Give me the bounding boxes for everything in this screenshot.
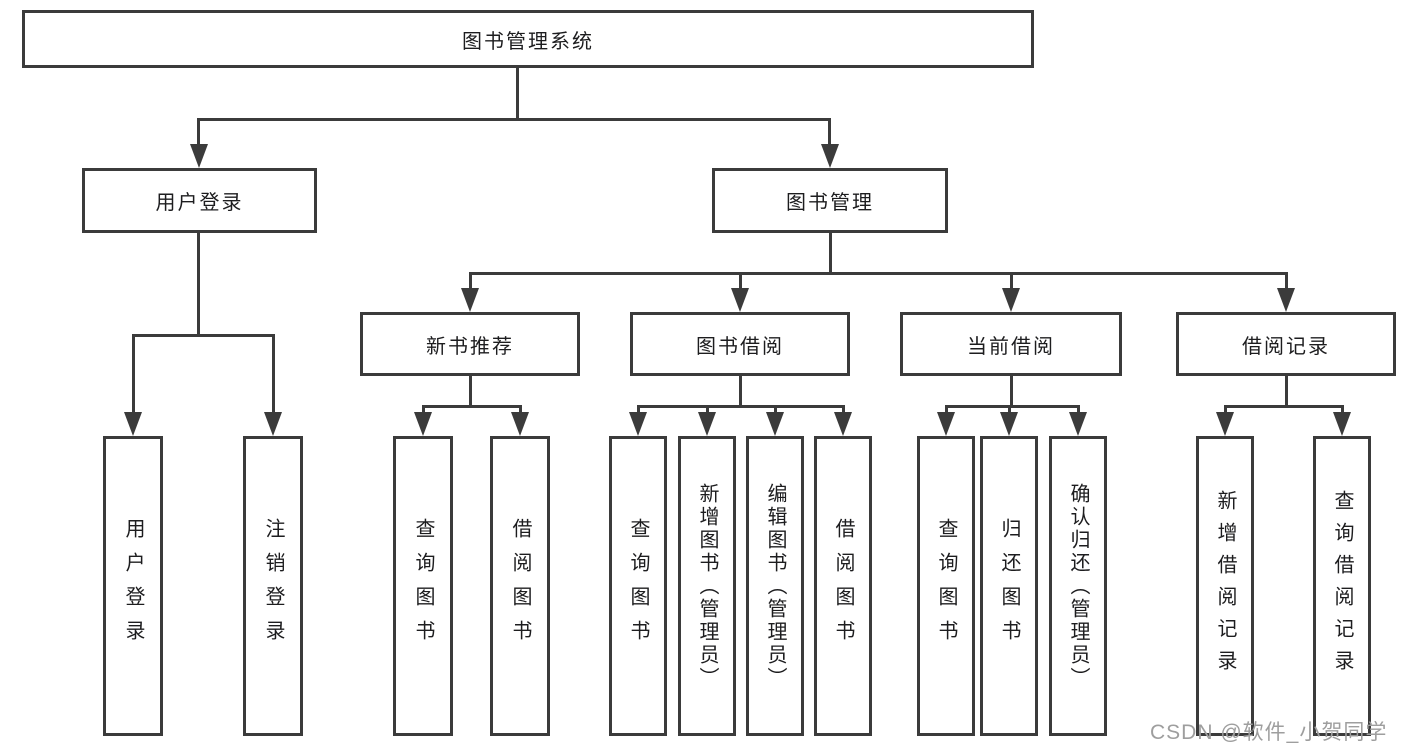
connector-line (945, 407, 948, 412)
leaf-return-book: 归还图书 (980, 436, 1038, 736)
connector-line (197, 118, 831, 121)
connector-line (469, 274, 472, 288)
node-borrowing-records: 借阅记录 (1176, 312, 1396, 376)
arrow-down-icon (124, 412, 142, 436)
leaf-query-borrow-record: 查询借阅记录 (1313, 436, 1371, 736)
connector-line (519, 407, 522, 412)
node-current-borrowing: 当前借阅 (900, 312, 1122, 376)
connector-line (1285, 274, 1288, 288)
arrow-down-icon (414, 412, 432, 436)
leaf-borrowing-query-books-label: 查询图书 (627, 518, 649, 654)
node-root-label: 图书管理系统 (462, 30, 594, 53)
connector-line (197, 233, 200, 337)
arrow-down-icon (511, 412, 529, 436)
leaf-edit-book-admin: 编辑图书（管理员） (746, 436, 804, 736)
leaf-newbooks-borrow-books: 借阅图书 (490, 436, 550, 736)
connector-line (1224, 405, 1344, 408)
arrow-down-icon (264, 412, 282, 436)
leaf-confirm-return-admin-label: 确认归还（管理员） (1067, 482, 1089, 690)
connector-line (1010, 376, 1013, 408)
leaf-current-query-books: 查询图书 (917, 436, 975, 736)
arrow-down-icon (1000, 412, 1018, 436)
leaf-borrow-books: 借阅图书 (814, 436, 872, 736)
connector-line (774, 407, 777, 412)
connector-line (1341, 407, 1344, 412)
connector-line (739, 376, 742, 408)
node-borrowing-records-label: 借阅记录 (1242, 335, 1330, 358)
node-user-login-label: 用户登录 (155, 192, 244, 214)
connector-line (1224, 407, 1227, 412)
connector-line (706, 407, 709, 412)
node-new-book-recommend: 新书推荐 (360, 312, 580, 376)
leaf-newbooks-query-books-label: 查询图书 (412, 518, 434, 654)
node-root: 图书管理系统 (22, 10, 1034, 68)
connector-line (739, 274, 742, 288)
arrow-down-icon (1216, 412, 1234, 436)
arrow-down-icon (1333, 412, 1351, 436)
leaf-newbooks-borrow-books-label: 借阅图书 (509, 518, 531, 654)
connector-line (1077, 407, 1080, 412)
leaf-query-borrow-record-label: 查询借阅记录 (1331, 490, 1353, 682)
leaf-logout-label: 注销登录 (262, 518, 284, 654)
leaf-add-book-admin: 新增图书（管理员） (678, 436, 736, 736)
leaf-newbooks-query-books: 查询图书 (393, 436, 453, 736)
leaf-add-book-admin-label: 新增图书（管理员） (696, 482, 718, 690)
watermark: CSDN @软件_小贺同学 (1150, 721, 1388, 744)
arrow-down-icon (461, 288, 479, 312)
arrow-down-icon (1002, 288, 1020, 312)
leaf-borrow-books-label: 借阅图书 (832, 518, 854, 654)
node-current-borrowing-label: 当前借阅 (967, 335, 1055, 358)
node-new-book-recommend-label: 新书推荐 (426, 335, 514, 358)
arrow-down-icon (766, 412, 784, 436)
connector-line (132, 335, 135, 412)
connector-line (422, 407, 425, 412)
connector-line (637, 407, 640, 412)
node-book-management-label: 图书管理 (786, 192, 874, 214)
arrow-down-icon (629, 412, 647, 436)
connector-line (132, 334, 275, 337)
leaf-edit-book-admin-label: 编辑图书（管理员） (764, 482, 786, 690)
connector-line (637, 405, 845, 408)
leaf-add-borrow-record-label: 新增借阅记录 (1214, 490, 1236, 682)
leaf-current-query-books-label: 查询图书 (935, 518, 957, 654)
arrow-down-icon (190, 144, 208, 168)
leaf-add-borrow-record: 新增借阅记录 (1196, 436, 1254, 736)
connector-line (842, 407, 845, 412)
connector-line (1285, 376, 1288, 408)
connector-line (1008, 407, 1011, 412)
connector-line (1010, 274, 1013, 288)
arrow-down-icon (1069, 412, 1087, 436)
connector-line (469, 272, 1288, 275)
node-book-borrowing: 图书借阅 (630, 312, 850, 376)
arrow-down-icon (937, 412, 955, 436)
connector-line (828, 119, 831, 146)
arrow-down-icon (731, 288, 749, 312)
leaf-user-login-label: 用户登录 (122, 518, 144, 654)
connector-line (272, 335, 275, 412)
arrow-down-icon (698, 412, 716, 436)
arrow-down-icon (821, 144, 839, 168)
node-user-login: 用户登录 (82, 168, 317, 233)
connector-line (516, 67, 519, 121)
leaf-logout: 注销登录 (243, 436, 303, 736)
connector-line (945, 405, 1080, 408)
connector-line (469, 376, 472, 408)
node-book-management: 图书管理 (712, 168, 948, 233)
arrow-down-icon (1277, 288, 1295, 312)
leaf-user-login: 用户登录 (103, 436, 163, 736)
leaf-return-book-label: 归还图书 (998, 518, 1020, 654)
connector-line (197, 119, 200, 146)
connector-line (422, 405, 522, 408)
leaf-confirm-return-admin: 确认归还（管理员） (1049, 436, 1107, 736)
arrow-down-icon (834, 412, 852, 436)
node-book-borrowing-label: 图书借阅 (696, 335, 784, 358)
connector-line (829, 233, 832, 275)
leaf-borrowing-query-books: 查询图书 (609, 436, 667, 736)
